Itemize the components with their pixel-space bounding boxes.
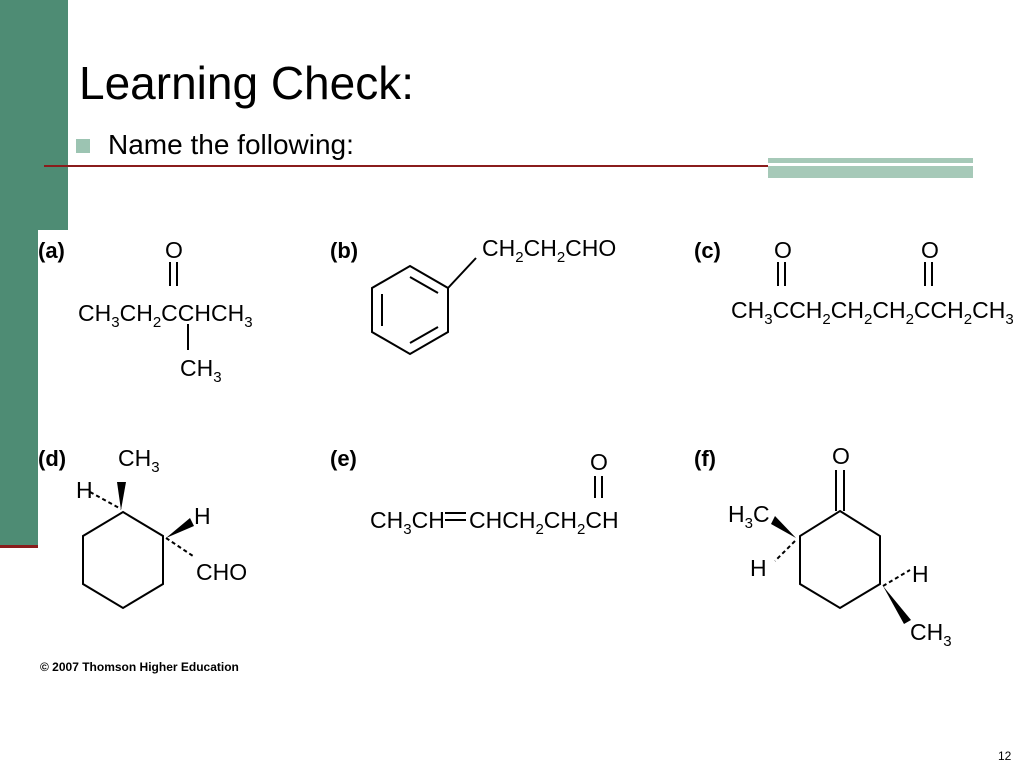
label-d: (d) [38, 446, 66, 471]
bullet-square-icon [76, 139, 90, 153]
label-b: (b) [330, 238, 358, 263]
f-methyl-right: CH3 [910, 619, 952, 650]
sidebar-divider [0, 545, 38, 548]
bullet-text: Name the following: [108, 129, 354, 160]
accent-block [768, 158, 973, 178]
d-hydrogen-2: H [194, 503, 211, 529]
copyright-note: © 2007 Thomson Higher Education [40, 660, 239, 674]
label-e: (e) [330, 446, 357, 471]
f-oxygen: O [832, 443, 850, 469]
sidebar-band-lower [0, 230, 38, 546]
slide-title: Learning Check: [79, 57, 414, 109]
label-c: (c) [694, 238, 721, 263]
title-divider [44, 165, 972, 167]
structures-figure: (a) O CH3CH2CCHCH3 CH3 (b) CH2CH2CHO (c)… [38, 226, 1024, 680]
f-hydrogen-left: H [750, 555, 767, 581]
a-oxygen: O [165, 237, 183, 263]
a-main-chain: CH3CH2CCHCH3 [78, 300, 253, 331]
b-side-chain: CH2CH2CHO [482, 235, 616, 266]
sidebar-band [0, 0, 68, 230]
c-main-chain: CH3CCH2CH2CH2CCH2CH3 [731, 297, 1014, 328]
e-chain-right: CHCH2CH2CH [469, 507, 619, 538]
a-methyl-branch: CH3 [180, 355, 222, 386]
structures-svg: (a) O CH3CH2CCHCH3 CH3 (b) CH2CH2CHO (c)… [38, 235, 1014, 650]
d-aldehyde: CHO [196, 559, 247, 585]
e-chain-left: CH3CH [370, 507, 445, 538]
f-methyl-left: H3C [728, 501, 770, 532]
c-oxygen-1: O [774, 237, 792, 263]
label-f: (f) [694, 446, 716, 471]
e-oxygen: O [590, 449, 608, 475]
d-methyl: CH3 [118, 445, 160, 476]
c-oxygen-2: O [921, 237, 939, 263]
f-hydrogen-right: H [912, 561, 929, 587]
page-number: 12 [998, 749, 1012, 763]
d-hydrogen-1: H [76, 477, 93, 503]
label-a: (a) [38, 238, 65, 263]
